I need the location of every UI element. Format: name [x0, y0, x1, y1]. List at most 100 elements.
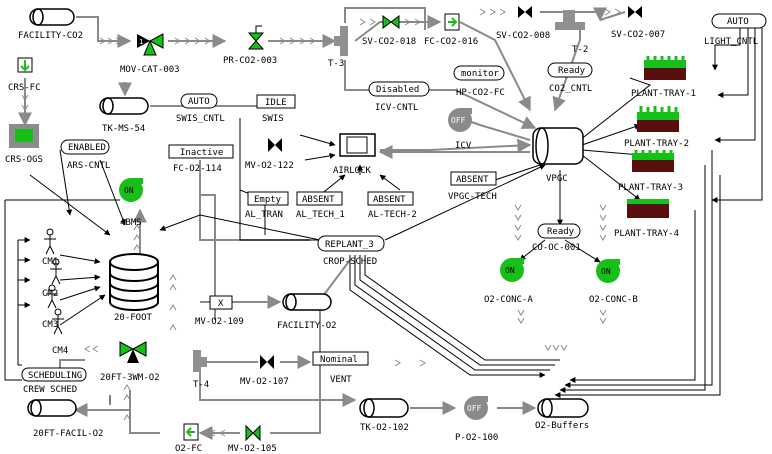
tee-t2[interactable]: [555, 10, 585, 30]
label-sv-co2-008: SV-CO2-008: [496, 31, 550, 41]
svg-text:IDLE: IDLE: [265, 98, 287, 108]
label-crs-fc: CRS-FC: [8, 83, 41, 93]
component-labels: FACILITY-CO2 MOV-CAT-003 PR-CO2-003 T-3 …: [5, 30, 758, 454]
label-sv-co2-018: SV-CO2-018: [362, 37, 416, 47]
svg-text:ABSENT: ABSENT: [302, 195, 335, 205]
valve-sv-co2-008[interactable]: [518, 6, 532, 18]
valve-mv-o2-107[interactable]: [260, 355, 274, 369]
tank-tk-o2-102[interactable]: [359, 398, 409, 418]
airlock[interactable]: [339, 133, 376, 157]
svg-text:ABSENT: ABSENT: [456, 175, 489, 185]
status-inactive: Inactive: [168, 144, 234, 159]
btn-replant[interactable]: REPLANT_3: [317, 235, 385, 252]
valve-sv-co2-007[interactable]: [628, 6, 642, 18]
fc-crs-fc[interactable]: [17, 57, 33, 73]
valve-sv-co2-018[interactable]: [382, 15, 400, 29]
label-crop-sched: CROP-SCHED: [323, 257, 377, 267]
tank-tk-ms-54[interactable]: [99, 97, 149, 115]
label-vpgc-tech: VPGC-TECH: [448, 192, 497, 202]
svg-text:Empty: Empty: [254, 195, 282, 205]
chamber-20-foot[interactable]: [109, 253, 159, 311]
label-o2-fc: O2-FC: [175, 444, 202, 454]
fan-4bms[interactable]: ON: [119, 178, 143, 202]
svg-text:Disabled: Disabled: [376, 85, 419, 95]
plant-tray-2[interactable]: [637, 106, 679, 132]
label-t4: T-4: [193, 380, 209, 390]
label-icv-cntl: ICV-CNTL: [375, 103, 418, 113]
btn-enabled[interactable]: ENABLED: [60, 139, 110, 155]
tank-facility-o2[interactable]: [282, 293, 332, 311]
plant-tray-1[interactable]: [644, 56, 686, 80]
btn-scheduling[interactable]: SCHEDULING: [21, 367, 87, 382]
btn-disabled[interactable]: Disabled: [368, 81, 430, 97]
label-sv-co2-007: SV-CO2-007: [611, 30, 665, 40]
plant-tray-3[interactable]: [632, 150, 674, 172]
tee-t3[interactable]: [334, 26, 348, 56]
valve-mov-cat-003[interactable]: 1: [137, 33, 164, 56]
status-empty: Empty: [247, 191, 289, 206]
tee-t4[interactable]: [193, 350, 207, 372]
label-cm4: CM4: [52, 346, 68, 356]
label-tk-o2-102: TK-O2-102: [360, 423, 409, 433]
btn-ready-conc[interactable]: Ready: [537, 223, 581, 239]
label-cm1: CM1: [42, 257, 58, 267]
label-mv-o2-105: MV-O2-105: [228, 444, 277, 454]
crs-ogs-unit[interactable]: [9, 124, 39, 148]
svg-text:X: X: [218, 299, 224, 309]
fan-o2-conc-b[interactable]: ON: [596, 259, 620, 283]
label-o2-conc-b: O2-CONC-B: [589, 295, 638, 305]
label-mov-cat-003: MOV-CAT-003: [120, 65, 180, 75]
svg-text:AUTO: AUTO: [727, 17, 749, 27]
svg-text:ENABLED: ENABLED: [68, 143, 106, 153]
label-swis-cntl: SWIS_CNTL: [176, 114, 225, 124]
label-cm3: CM3: [42, 320, 58, 330]
label-plant-tray-3: PLANT-TRAY-3: [618, 183, 683, 193]
valve-mv-o2-105[interactable]: [245, 424, 261, 442]
tank-o2-buffers[interactable]: [537, 398, 589, 418]
svg-text:Ready: Ready: [558, 66, 586, 76]
label-p-o2-100: P-O2-100: [455, 433, 498, 443]
label-pr-co2-003: PR-CO2-003: [223, 56, 277, 66]
fc-co2-016[interactable]: [444, 13, 460, 31]
tank-facility-co2[interactable]: [29, 8, 75, 26]
label-airlock: AIRLOCK: [333, 166, 372, 176]
btn-auto-light[interactable]: AUTO: [711, 13, 767, 29]
valve-mv-o2-122[interactable]: [268, 138, 282, 152]
plant-tray-4[interactable]: [627, 199, 669, 218]
status-nominal: Nominal: [312, 351, 369, 366]
fc-o2-fc[interactable]: [183, 423, 199, 441]
crew-member-icon: [52, 308, 64, 335]
label-swis: SWIS: [262, 114, 284, 124]
label-fc-co2-016: FC-CO2-016: [424, 37, 478, 47]
btn-auto-swis[interactable]: AUTO: [180, 93, 218, 109]
crew-member-icon: [44, 228, 56, 255]
vpgc-chamber[interactable]: [532, 127, 584, 165]
label-icv: ICV: [455, 141, 472, 151]
btn-monitor[interactable]: monitor: [453, 65, 505, 81]
svg-text:Inactive: Inactive: [180, 148, 223, 158]
label-mv-o2-107: MV-O2-107: [240, 377, 289, 387]
btn-ready-co2[interactable]: Ready: [547, 62, 593, 78]
fan-icv[interactable]: OFF: [448, 108, 472, 132]
label-facility-o2: FACILITY-O2: [277, 321, 337, 331]
label-ars-cntl: ARS-CNTL: [67, 161, 110, 171]
status-absent-2: ABSENT: [367, 191, 414, 206]
label-20-foot: 20-FOOT: [114, 313, 153, 323]
fan-o2-conc-a[interactable]: ON: [500, 258, 524, 282]
valve-20ft-3wm-o2[interactable]: [119, 341, 147, 363]
pump-p-o2-100-state: OFF: [467, 404, 482, 413]
status-absent-3: ABSENT: [450, 171, 497, 186]
label-fc-o2-114: FC-O2-114: [173, 164, 222, 174]
label-crew-sched: CREW SCHED: [23, 385, 77, 395]
label-facility-co2: FACILITY-CO2: [18, 31, 83, 41]
tank-20ft-facil-o2[interactable]: [27, 399, 77, 417]
pump-p-o2-100[interactable]: OFF: [464, 396, 488, 420]
valve-pr-co2-003[interactable]: [247, 25, 265, 50]
label-mv-o2-122: MV-O2-122: [245, 161, 294, 171]
fan-o2-conc-a-state: ON: [505, 266, 515, 275]
svg-text:ABSENT: ABSENT: [373, 195, 406, 205]
label-o2-buffers: O2-Buffers: [535, 421, 589, 431]
label-mv-o2-109: MV-O2-109: [195, 317, 244, 327]
